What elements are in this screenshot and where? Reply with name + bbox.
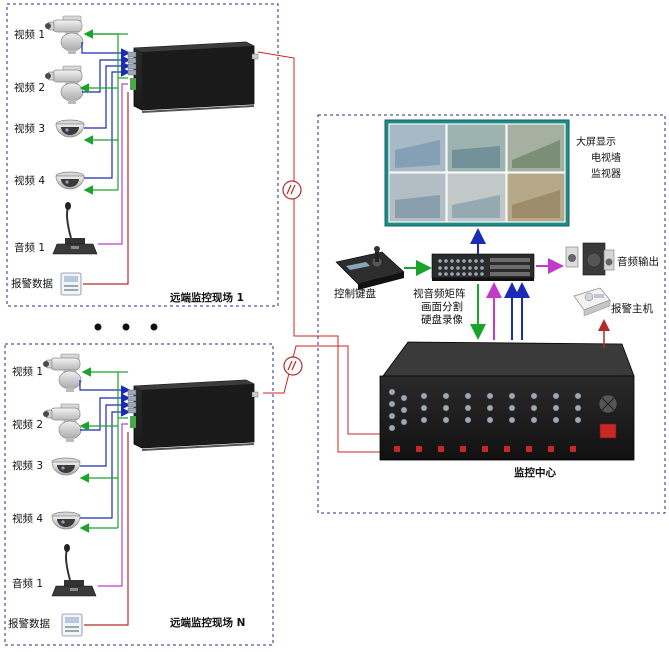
matrix-label-line-2: 画面分割: [421, 300, 463, 313]
site-1-optical-transceiver: [127, 41, 259, 113]
site-n-alarm-line: [84, 432, 129, 626]
alarm-host-label: 报警主机: [611, 302, 653, 315]
site-1-border: [6, 3, 279, 307]
tv-wall-screens: [388, 123, 566, 223]
center-title: 监控中心: [514, 466, 556, 479]
site-n-audio-line: [98, 423, 128, 587]
site-1-alarm-line: [83, 92, 129, 285]
alarm-host: [573, 287, 611, 317]
site-1-audio-label: 音频 1: [14, 241, 45, 254]
site-n-optical-transceiver: [127, 379, 259, 451]
site-1-alarm-label: 报警数据: [11, 277, 53, 290]
site-1-microphone: [52, 201, 98, 255]
tv-wall-label-line-1: 大屏显示: [576, 135, 616, 148]
site-n-video-2-label: 视频 2: [12, 418, 43, 431]
ellipsis-dots: [94, 323, 158, 331]
control-keyboard: [335, 246, 405, 290]
site-n-ptz-camera-1: [42, 353, 82, 393]
site-n-video-1-label: 视频 1: [12, 365, 43, 378]
center-panel: 大屏显示 电视墙 监视器 控制键盘 视音频矩阵 画面分割: [317, 114, 666, 514]
speakers: [565, 242, 615, 276]
fiber-links: [257, 51, 386, 453]
fiber-coil-icon-2: [283, 356, 303, 376]
site-1-dome-camera-3: [55, 119, 85, 138]
site-1-video-1-label: 视频 1: [14, 28, 45, 41]
site-1-ptz-camera-1: [44, 15, 84, 55]
site-1-video-2-label: 视频 2: [14, 81, 45, 94]
audio-output-label: 音频输出: [617, 255, 659, 268]
fiber-coil-icon-1: [282, 180, 302, 200]
site-n-video-4-label: 视频 4: [12, 512, 43, 525]
site-n-control-lines: [79, 367, 128, 533]
site-n-ptz-camera-2: [42, 403, 82, 443]
site-n-dome-camera-4: [51, 511, 81, 530]
tv-wall: [384, 119, 570, 227]
site-n-alarm-label: 报警数据: [8, 617, 50, 630]
matrix-label-line-1: 视音频矩阵: [413, 287, 466, 300]
center-signal-arrows: [404, 228, 610, 348]
site-1-audio-line: [98, 83, 128, 245]
center-border: [317, 114, 666, 514]
site-n-alarm-unit: [61, 613, 83, 637]
site-n-dome-camera-3: [51, 457, 81, 476]
site-1-control-lines: [79, 29, 128, 195]
site-n-video-lines: [79, 380, 131, 519]
center-rack: [379, 341, 635, 461]
site-n-microphone: [51, 543, 97, 597]
site-1-video-3-label: 视频 3: [14, 122, 45, 135]
site-n-audio-label: 音频 1: [12, 577, 43, 590]
site-1-title: 远端监控现场 1: [170, 291, 244, 304]
tv-wall-label-line-2: 电视墙: [591, 151, 621, 164]
site-n-panel: 视频 1 视频 2 视频 3 视频 4 音频 1 报警数据 远端监控现场 N: [4, 343, 274, 646]
site-n-video-3-label: 视频 3: [12, 459, 43, 472]
site-1-video-lines: [81, 42, 131, 179]
matrix-label-line-3: 硬盘录像: [421, 313, 463, 326]
site-1-video-4-label: 视频 4: [14, 174, 45, 187]
site-1-ptz-camera-2: [44, 65, 84, 105]
site-1-alarm-unit: [60, 272, 82, 296]
site-1-dome-camera-4: [55, 171, 85, 190]
av-matrix: [431, 253, 535, 281]
keyboard-label: 控制键盘: [334, 287, 376, 300]
tv-wall-label-line-3: 监视器: [591, 167, 621, 180]
site-n-title: 远端监控现场 N: [170, 616, 245, 629]
site-n-border: [4, 343, 274, 646]
site-1-panel: 视频 1 视频 2 视频 3 视频 4 音频 1 报警数据 远端监控现场 1: [6, 3, 279, 307]
